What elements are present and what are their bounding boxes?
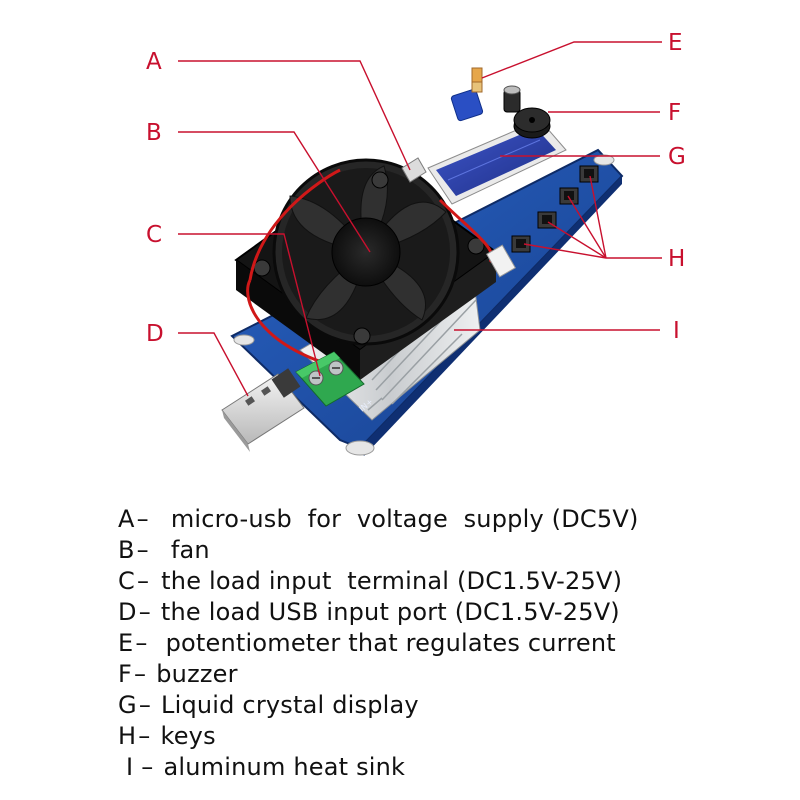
legend-item-d: D–the load USB input port (DC1.5V-25V) <box>118 598 620 626</box>
key-1 <box>511 235 531 253</box>
leader-h-1 <box>523 243 607 259</box>
legend-dash: – <box>136 505 149 533</box>
keys <box>511 165 599 253</box>
legend-letter: D <box>118 598 137 626</box>
legend-item-e: E–potentiometer that regulates current <box>118 629 616 657</box>
standoffs <box>233 154 615 456</box>
legend-text: buzzer <box>156 660 238 688</box>
lcd-display <box>427 119 567 205</box>
legend-dash: – <box>138 691 152 719</box>
legend-item-i: I–aluminum heat sink <box>126 753 405 781</box>
legend-text: aluminum heat sink <box>163 753 406 781</box>
callout-h: H <box>668 246 685 272</box>
callout-b: B <box>146 120 162 146</box>
legend-text: keys <box>160 722 216 750</box>
callout-f: F <box>668 100 681 126</box>
usb-a-plug <box>221 368 305 452</box>
cooling-fan <box>234 158 498 380</box>
legend-item-b: B–fan <box>118 536 210 564</box>
legend-item-a: A–micro-usb for voltage supply (DC5V) <box>118 505 639 533</box>
callout-i: I <box>673 318 680 344</box>
callout-letters: A B C D E F G H I <box>146 30 686 347</box>
potentiometer <box>450 67 484 122</box>
capacitor <box>503 85 521 113</box>
fan-connector <box>486 244 516 278</box>
legend-text: micro-usb for voltage supply (DC5V) <box>170 505 639 533</box>
legend-text: Liquid crystal display <box>161 691 419 719</box>
legend-item-c: C–the load input terminal (DC1.5V-25V) <box>118 567 622 595</box>
micro-usb-port <box>401 157 427 183</box>
callout-c: C <box>146 222 162 248</box>
leader-h-4 <box>589 175 607 259</box>
legend-letter: E <box>118 629 134 657</box>
buzzer <box>513 107 551 139</box>
callout-d: D <box>146 321 164 347</box>
leader-e <box>481 41 662 79</box>
legend-text: the load USB input port (DC1.5V-25V) <box>160 598 620 626</box>
leader-a <box>178 60 411 171</box>
callout-g: G <box>668 144 686 170</box>
key-3 <box>559 187 579 205</box>
legend-item-g: G–Liquid crystal display <box>118 691 419 719</box>
legend-dash: – <box>141 753 154 781</box>
legend-item-f: F–buzzer <box>118 660 238 688</box>
legend-letter: H <box>118 722 137 750</box>
legend-dash: – <box>136 536 149 564</box>
legend-letter: I <box>126 753 134 781</box>
legend-text: the load input terminal (DC1.5V-25V) <box>161 567 623 595</box>
leader-h-2 <box>547 221 607 259</box>
legend-letter: B <box>118 536 135 564</box>
legend-dash: – <box>135 629 148 657</box>
leader-lines <box>178 41 662 397</box>
legend-letter: G <box>118 691 137 719</box>
load-terminal <box>295 351 365 407</box>
legend-dash: – <box>138 722 151 750</box>
legend-item-h: H–keys <box>118 722 216 750</box>
leader-c <box>178 233 321 377</box>
callout-e: E <box>668 30 683 56</box>
leader-h-3 <box>567 195 607 259</box>
legend-letter: C <box>118 567 135 595</box>
legend-letter: F <box>118 660 133 688</box>
leader-b <box>178 131 371 253</box>
key-4 <box>579 165 599 183</box>
legend-dash: – <box>138 598 151 626</box>
legend-text: potentiometer that regulates current <box>165 629 616 657</box>
legend-dash: – <box>136 567 150 595</box>
leader-d <box>178 332 249 397</box>
legend-dash: – <box>134 660 147 688</box>
device-illustration: IN+ A B C D E F G H I <box>146 30 686 456</box>
legend-text: fan <box>170 536 210 564</box>
legend-letter: A <box>118 505 135 533</box>
callout-a: A <box>146 49 162 75</box>
